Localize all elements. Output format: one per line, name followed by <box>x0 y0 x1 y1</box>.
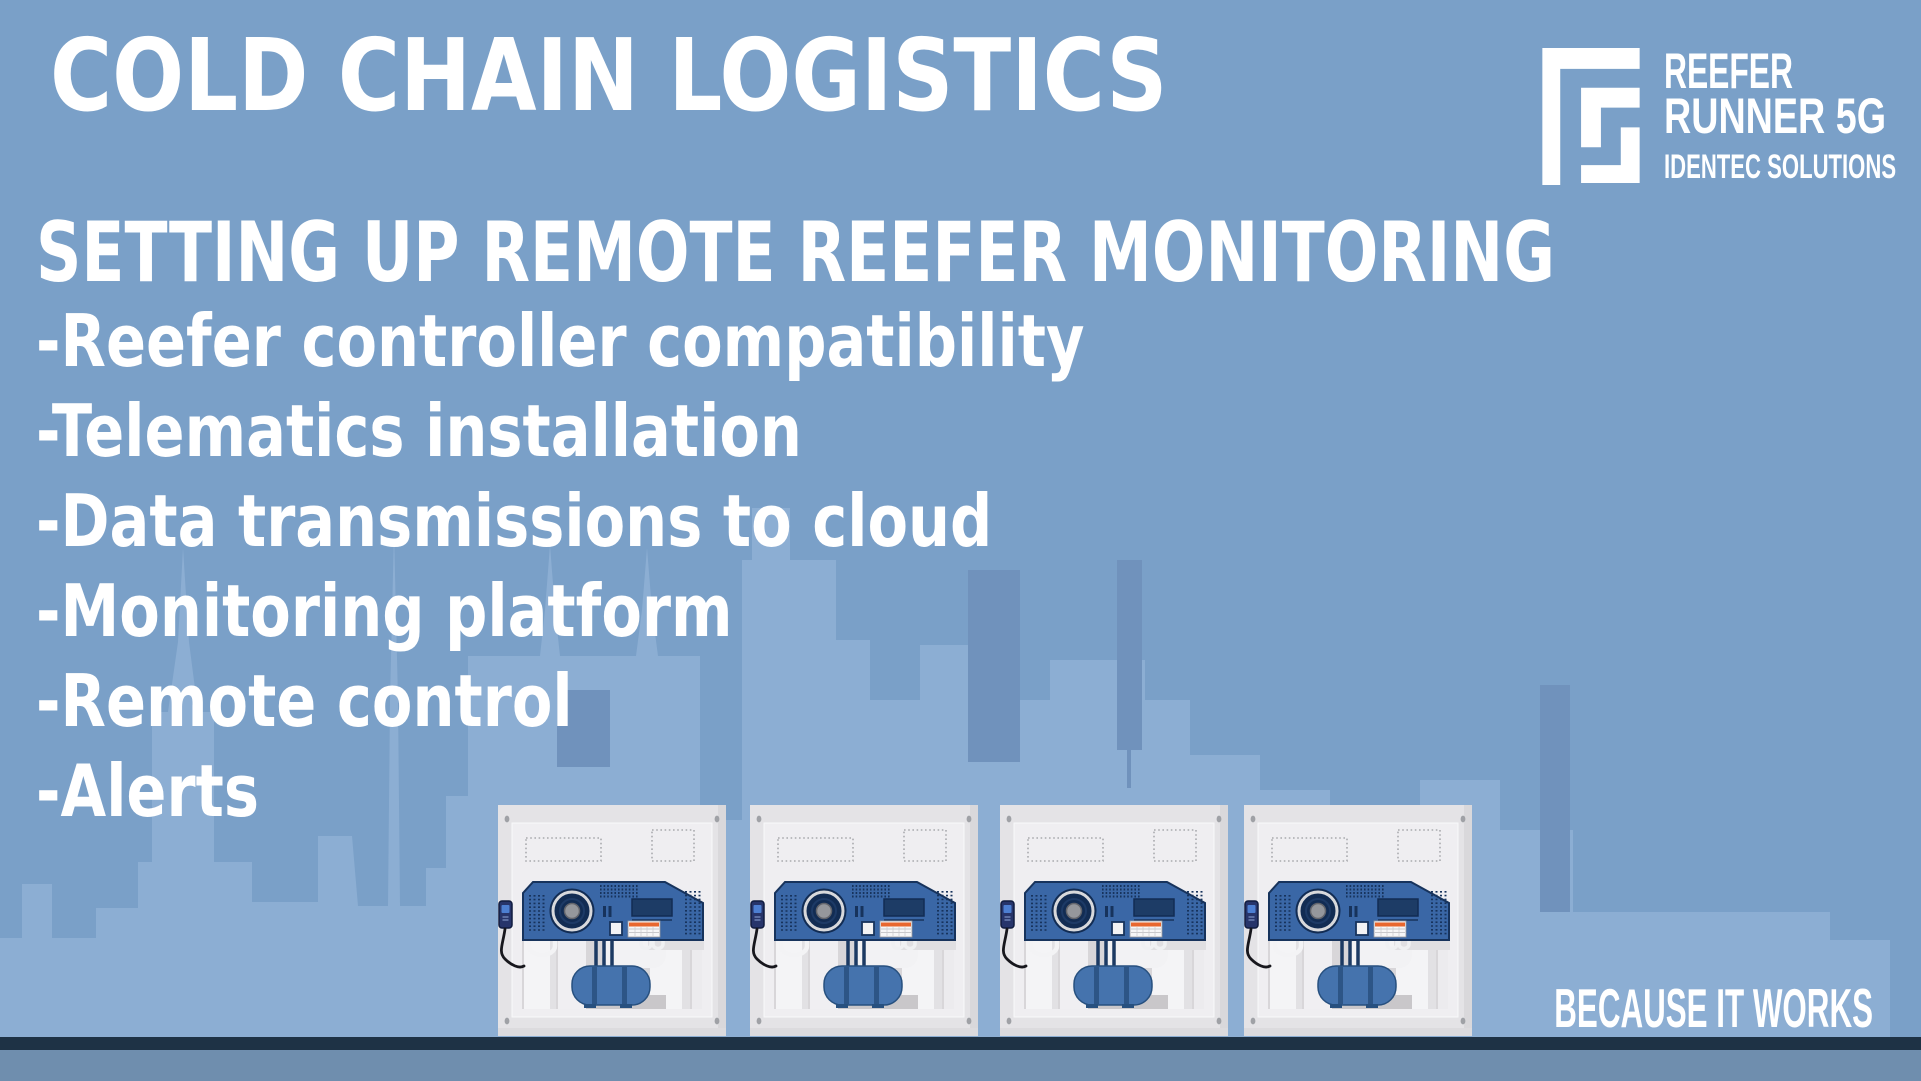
footer-bar <box>0 1037 1921 1050</box>
logo-company-name: IDENTEC SOLUTIONS <box>1664 148 1897 186</box>
brand-logo: REEFER RUNNER 5G IDENTEC SOLUTIONS <box>1542 43 1902 188</box>
bullet-item: -Remote control <box>36 659 573 743</box>
bullet-item: -Telematics installation <box>36 389 802 473</box>
bullet-item: -Monitoring platform <box>36 569 733 653</box>
page-title: COLD CHAIN LOGISTICS <box>50 17 1168 134</box>
tagline: BECAUSE IT WORKS <box>1554 977 1873 1039</box>
footer-ground-strip <box>0 1050 1921 1081</box>
bullet-item: -Alerts <box>36 749 259 833</box>
logo-brand-line2: RUNNER 5G <box>1664 88 1887 144</box>
bullet-item: -Reefer controller compatibility <box>36 299 1085 383</box>
logo-brand-line1: REEFER <box>1664 43 1793 99</box>
bullet-list: -Reefer controller compatibility -Telema… <box>36 296 1084 836</box>
bullet-item: -Data transmissions to cloud <box>36 479 993 563</box>
logo-mark-icon <box>1542 48 1640 185</box>
section-subtitle: SETTING UP REMOTE REEFER MONITORING <box>36 204 1555 301</box>
